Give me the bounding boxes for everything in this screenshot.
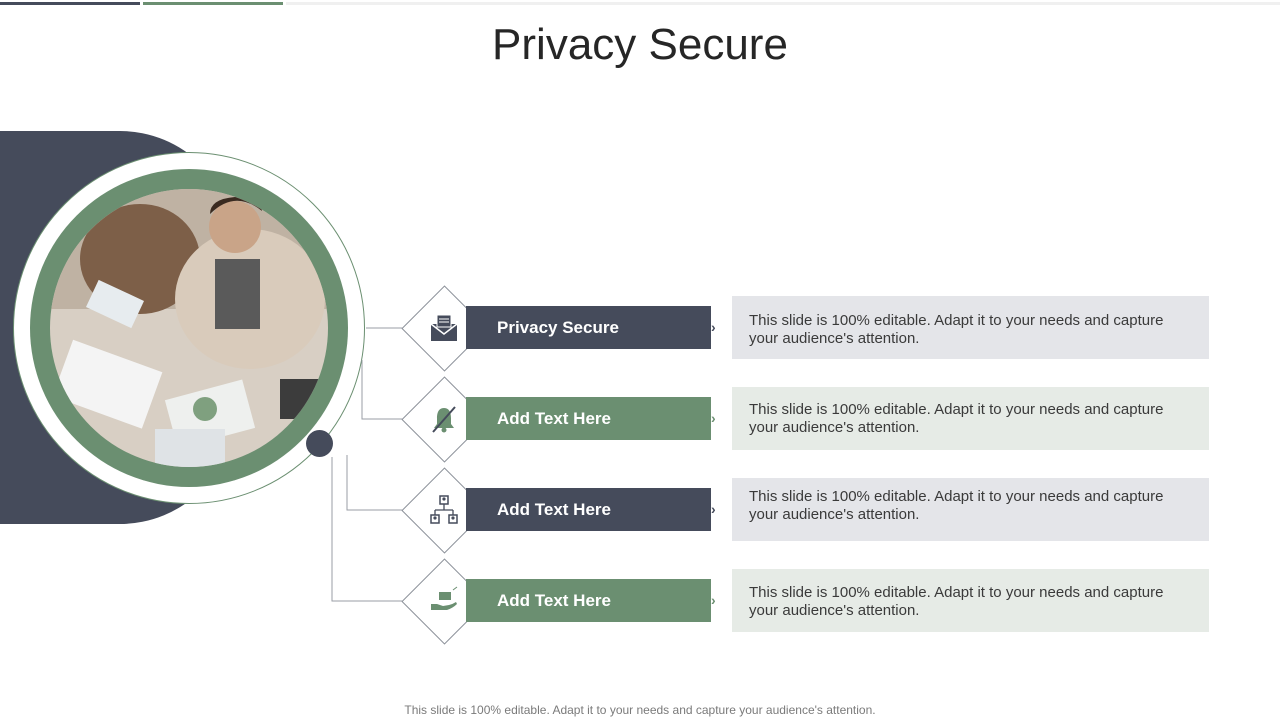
- item-label-1: Privacy Secure: [466, 306, 711, 349]
- chevron-right-icon: ›: [711, 319, 716, 335]
- bell-off-icon: [424, 399, 464, 439]
- item-label-3: Add Text Here: [466, 488, 711, 531]
- item-description-2: This slide is 100% editable. Adapt it to…: [732, 387, 1209, 450]
- top-rule-green: [143, 2, 283, 5]
- top-rule-light: [286, 2, 1280, 5]
- item-label-2: Add Text Here: [466, 397, 711, 440]
- top-rule-dark: [0, 2, 140, 5]
- item-description-3: This slide is 100% editable. Adapt it to…: [732, 478, 1209, 541]
- chevron-right-icon: ›: [711, 410, 716, 426]
- accent-dot: [306, 430, 333, 457]
- org-chart-icon: [424, 490, 464, 530]
- chevron-right-icon: ›: [711, 592, 716, 608]
- item-label-4: Add Text Here: [466, 579, 711, 622]
- item-description-4: This slide is 100% editable. Adapt it to…: [732, 569, 1209, 632]
- footer-note: This slide is 100% editable. Adapt it to…: [404, 703, 876, 717]
- email-lock-icon: [424, 308, 464, 348]
- hand-money-icon: [424, 581, 464, 621]
- page-title: Privacy Secure: [492, 20, 788, 69]
- item-description-1: This slide is 100% editable. Adapt it to…: [732, 296, 1209, 359]
- chevron-right-icon: ›: [711, 501, 716, 517]
